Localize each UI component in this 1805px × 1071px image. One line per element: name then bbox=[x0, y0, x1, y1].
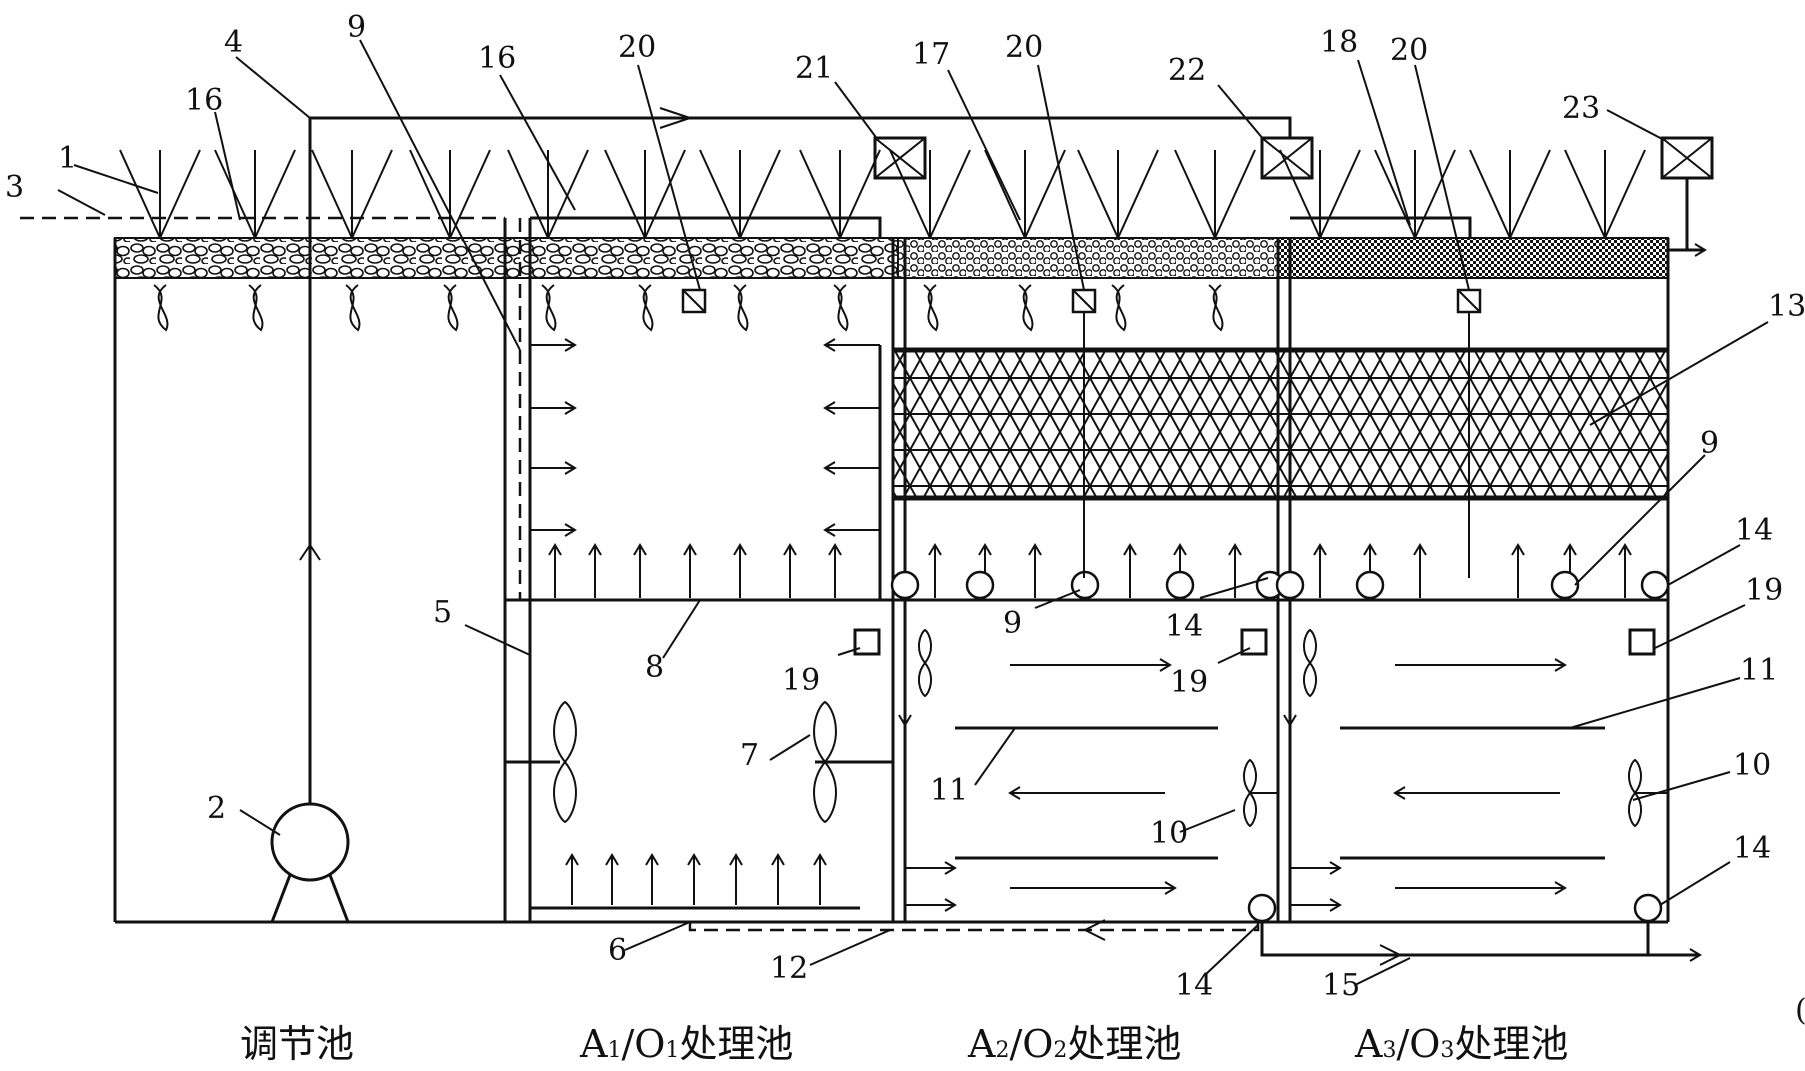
label-18: 18 bbox=[1320, 25, 1358, 60]
outlet-pipe bbox=[1260, 922, 1702, 962]
mixer-10-a bbox=[1243, 758, 1257, 828]
valve-23 bbox=[1660, 136, 1714, 180]
valve-circle bbox=[1633, 893, 1663, 923]
label-17: 17 bbox=[912, 37, 950, 72]
number-labels: 1 3 16 4 9 16 20 21 17 20 22 18 20 23 13… bbox=[5, 10, 1805, 1003]
pump bbox=[270, 802, 350, 923]
plant bbox=[1077, 149, 1159, 332]
label-16b: 16 bbox=[478, 41, 516, 76]
mixer-7-right bbox=[813, 700, 837, 824]
edge-mark: ( bbox=[1795, 993, 1805, 1028]
sensor-19-c bbox=[1628, 628, 1656, 656]
sensor-19-a bbox=[853, 628, 881, 656]
diffuser-circle bbox=[1550, 570, 1580, 600]
label-19a: 19 bbox=[782, 663, 820, 698]
caption-a3o3-tank: A3/O3处理池 bbox=[1354, 1022, 1568, 1066]
plant-bed-bubble bbox=[897, 237, 1279, 279]
label-14d: 14 bbox=[1733, 831, 1771, 866]
label-22: 22 bbox=[1168, 53, 1206, 88]
filler-layer bbox=[893, 350, 1668, 498]
plant bbox=[1279, 149, 1361, 239]
plant bbox=[1564, 149, 1646, 239]
mixers bbox=[553, 628, 1668, 828]
label-9b: 9 bbox=[1003, 606, 1022, 641]
label-20: 20 bbox=[618, 30, 656, 65]
label-14: 14 bbox=[1735, 513, 1773, 548]
plant bbox=[604, 149, 686, 332]
diffuser-circle bbox=[1165, 570, 1195, 600]
label-8: 8 bbox=[645, 650, 664, 685]
plant bbox=[699, 149, 781, 332]
caption-a1o1-tank: A1/O1处理池 bbox=[579, 1022, 793, 1066]
plant bbox=[1374, 149, 1456, 239]
label-15: 15 bbox=[1322, 968, 1360, 1003]
plants bbox=[119, 149, 1646, 332]
label-2: 2 bbox=[207, 791, 226, 826]
label-21: 21 bbox=[795, 51, 833, 86]
label-10b: 10 bbox=[1733, 748, 1771, 783]
label-20c: 20 bbox=[1390, 33, 1428, 68]
mixer-10-b bbox=[1628, 758, 1642, 828]
valve-circle bbox=[1275, 570, 1305, 600]
mixer-top-2 bbox=[918, 628, 932, 698]
plant bbox=[119, 149, 201, 332]
label-10: 10 bbox=[1150, 816, 1188, 851]
label-6: 6 bbox=[608, 933, 627, 968]
label-9c: 9 bbox=[1700, 426, 1719, 461]
label-16: 16 bbox=[185, 83, 223, 118]
mixer-7-left bbox=[553, 700, 577, 824]
leader-lines bbox=[57, 39, 1769, 986]
label-20b: 20 bbox=[1005, 30, 1043, 65]
caption-regulating-tank: 调节池 bbox=[240, 1022, 354, 1066]
label-11: 11 bbox=[930, 773, 968, 808]
label-14c: 14 bbox=[1175, 968, 1213, 1003]
plant bbox=[507, 149, 589, 332]
label-19c: 19 bbox=[1745, 573, 1783, 608]
plant bbox=[799, 149, 881, 332]
diffuser-circle bbox=[1355, 570, 1385, 600]
valve-circle bbox=[1640, 570, 1670, 600]
label-1: 1 bbox=[58, 141, 77, 176]
tank-outlines bbox=[113, 218, 1670, 924]
label-4: 4 bbox=[224, 25, 243, 60]
plant bbox=[311, 149, 393, 332]
label-7: 7 bbox=[740, 738, 759, 773]
valve-circle bbox=[890, 570, 920, 600]
mixer-top-3 bbox=[1303, 628, 1317, 698]
valve-22 bbox=[1260, 136, 1314, 180]
diffuser-circle bbox=[965, 570, 995, 600]
label-23: 23 bbox=[1562, 91, 1600, 126]
valve-circle bbox=[1247, 893, 1277, 923]
baffles bbox=[955, 726, 1605, 860]
label-5: 5 bbox=[433, 595, 452, 630]
label-12: 12 bbox=[770, 951, 808, 986]
caption-a2o2-tank: A2/O2处理池 bbox=[967, 1022, 1181, 1066]
label-3: 3 bbox=[5, 170, 24, 205]
label-14b: 14 bbox=[1165, 609, 1203, 644]
plant bbox=[1469, 149, 1551, 239]
plant bbox=[409, 149, 491, 332]
label-9: 9 bbox=[347, 10, 366, 45]
label-19b: 19 bbox=[1170, 665, 1208, 700]
flow-arrows bbox=[530, 338, 1670, 923]
plant-bed-dense bbox=[1277, 237, 1669, 279]
label-11b: 11 bbox=[1740, 653, 1778, 688]
tank-captions: 调节池 A1/O1处理池 A2/O2处理池 A3/O3处理池 ( bbox=[240, 993, 1805, 1066]
plant bbox=[1174, 149, 1256, 332]
plant bbox=[889, 149, 971, 332]
label-13: 13 bbox=[1768, 289, 1805, 324]
